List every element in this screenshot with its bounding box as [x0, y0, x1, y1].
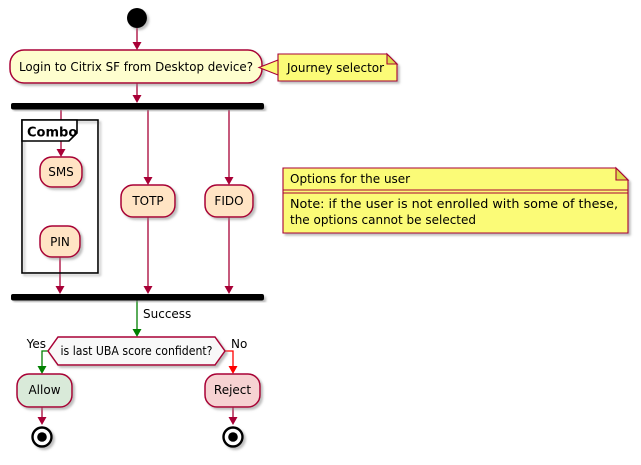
edge-label-yes: Yes: [26, 337, 46, 351]
activity-fido-box: [204, 184, 254, 218]
join-bar: [11, 294, 264, 301]
activity-fido-label: FIDO: [214, 194, 243, 208]
edge-label-success: Success: [143, 307, 191, 321]
partition-combo-tab: [21, 119, 78, 142]
activity-allow-box: [16, 373, 73, 408]
arrowhead-totp-join: [143, 286, 153, 294]
activity-reject: Reject: [204, 373, 261, 408]
activity-fido: FIDO: [204, 184, 254, 218]
arrowhead-decision-allow: [37, 366, 47, 374]
arrowhead-reject-end: [228, 417, 238, 425]
note-options-body-line2: the options cannot be selected: [290, 213, 476, 227]
activity-totp-label: TOTP: [131, 194, 163, 208]
arrowhead-fork-fido: [224, 177, 234, 185]
activity-sms-label: SMS: [48, 165, 74, 179]
note-journey-label: Journey selector: [286, 61, 384, 75]
start-node: [127, 8, 147, 28]
note-options-body-line1: Note: if the user is not enrolled with s…: [290, 197, 618, 211]
activity-login-label: Login to Citrix SF from Desktop device?: [19, 60, 253, 74]
activity-totp: TOTP: [120, 184, 176, 218]
arrowhead-allow-end: [37, 417, 47, 425]
note-journey-fold-icon: [386, 52, 399, 65]
decision-uba-score: is last UBA score confident?: [47, 336, 226, 366]
activity-totp-box: [120, 184, 176, 218]
edge-label-no: No: [231, 337, 247, 351]
note-journey-selector: Journey selector: [257, 52, 399, 82]
arrowhead-decision-reject: [228, 366, 238, 374]
note-journey-pointer: [257, 59, 279, 76]
arrowhead-start-login: [132, 42, 142, 50]
activity-pin-label: PIN: [50, 235, 70, 249]
activity-login: Login to Citrix SF from Desktop device?: [9, 49, 263, 84]
edges: [37, 28, 238, 425]
activity-reject-label: Reject: [214, 383, 251, 397]
arrowhead-join-decision: [132, 329, 142, 337]
note-journey-body: [277, 53, 398, 82]
activity-pin-box: [39, 225, 81, 258]
partition-combo: Combo: [21, 119, 99, 274]
activity-allow: Allow: [16, 373, 73, 408]
arrowhead-fork-sms: [56, 149, 66, 157]
fork-bar: [11, 103, 264, 110]
edge-decision-allow: [41, 350, 48, 368]
activity-allow-label: Allow: [28, 383, 60, 397]
arrowhead-login-fork: [132, 95, 142, 103]
activity-sms: SMS: [39, 156, 83, 188]
note-options-title: Options for the user: [290, 172, 410, 186]
end-node-allow-dot: [37, 432, 47, 442]
partition-combo-label: Combo: [27, 126, 77, 141]
note-options-body: [282, 167, 629, 234]
note-options: Options for the user Note: if the user i…: [282, 166, 630, 234]
end-node-allow: [31, 426, 53, 448]
activity-reject-box: [204, 373, 261, 408]
activity-pin: PIN: [39, 225, 81, 258]
arrowhead-pin-join: [55, 286, 65, 294]
note-options-fold-icon: [615, 166, 630, 181]
arrowhead-fork-totp: [143, 177, 153, 185]
edge-decision-reject: [225, 350, 234, 368]
end-node-reject-dot: [228, 432, 238, 442]
activity-sms-box: [39, 156, 83, 188]
decision-uba-score-shape: [47, 336, 226, 366]
arrowhead-fido-join: [224, 286, 234, 294]
decision-uba-score-label: is last UBA score confident?: [61, 344, 213, 358]
end-node-reject: [222, 426, 244, 448]
